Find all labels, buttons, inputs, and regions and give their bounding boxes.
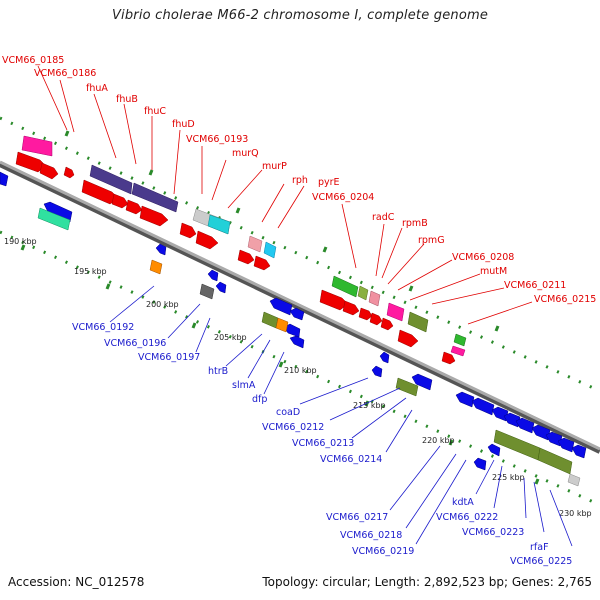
reverse-leaders — [109, 285, 573, 547]
forward-genes — [15, 135, 467, 365]
tick-label-200: 200 kbp — [146, 300, 179, 309]
label-pyrE[interactable]: pyrE — [318, 177, 340, 188]
major-ticks — [20, 130, 540, 485]
label-mutM[interactable]: mutM — [480, 266, 507, 277]
forward-arrows — [15, 151, 456, 365]
label-VCM66_0222[interactable]: VCM66_0222 — [436, 512, 498, 523]
label-fhuB[interactable]: fhuB — [116, 94, 138, 105]
outer-dotted-track — [0, 116, 600, 393]
label-fhuA[interactable]: fhuA — [86, 83, 108, 94]
label-VCM66_0211[interactable]: VCM66_0211 — [504, 280, 566, 291]
label-VCM66_0213[interactable]: VCM66_0213 — [292, 438, 354, 449]
label-rfaF[interactable]: rfaF — [530, 542, 549, 553]
label-radC[interactable]: radC — [372, 212, 395, 223]
label-slmA[interactable]: slmA — [232, 380, 256, 391]
label-rph[interactable]: rph — [292, 175, 308, 186]
tick-label-220: 220 kbp — [422, 436, 455, 445]
tick-label-215: 215 kbp — [353, 401, 386, 410]
label-coaD[interactable]: coaD — [276, 407, 300, 418]
reverse-arrows — [0, 171, 587, 471]
label-VCM66_0192[interactable]: VCM66_0192 — [72, 322, 134, 333]
backbone-shadow — [0, 161, 600, 454]
label-VCM66_0193[interactable]: VCM66_0193 — [186, 134, 248, 145]
backbone — [0, 160, 600, 451]
label-fhuD[interactable]: fhuD — [172, 119, 195, 130]
label-VCM66_0197[interactable]: VCM66_0197 — [138, 352, 200, 363]
label-VCM66_0217[interactable]: VCM66_0217 — [326, 512, 388, 523]
label-VCM66_0204[interactable]: VCM66_0204 — [312, 192, 374, 203]
label-rpmG[interactable]: rpmG — [418, 235, 445, 246]
label-murQ[interactable]: murQ — [232, 148, 259, 159]
forward-leaders — [37, 65, 533, 325]
label-VCM66_0214[interactable]: VCM66_0214 — [320, 454, 382, 465]
genome-summary-text: Topology: circular; Length: 2,892,523 bp… — [262, 575, 592, 589]
label-VCM66_0186[interactable]: VCM66_0186 — [34, 68, 96, 79]
cog-row-2 — [37, 207, 581, 487]
tick-label-190: 190 kbp — [4, 237, 37, 246]
label-rpmB[interactable]: rpmB — [402, 218, 428, 229]
label-dfp[interactable]: dfp — [252, 394, 267, 405]
reverse-genes — [0, 171, 587, 487]
tick-label-195: 195 kbp — [74, 267, 107, 276]
genome-track: 190 kbp 195 kbp 200 kbp 205 kbp 210 kbp … — [0, 55, 600, 567]
inner-dotted-track — [0, 230, 600, 507]
tick-label-205: 205 kbp — [214, 333, 247, 342]
label-htrB[interactable]: htrB — [208, 366, 228, 377]
tick-label-225: 225 kbp — [492, 473, 525, 482]
label-VCM66_0223[interactable]: VCM66_0223 — [462, 527, 524, 538]
label-murP[interactable]: murP — [262, 161, 287, 172]
label-VCM66_0208[interactable]: VCM66_0208 — [452, 252, 514, 263]
cog-row-1 — [21, 135, 467, 357]
accession-text: Accession: NC_012578 — [8, 575, 145, 589]
tick-label-210: 210 kbp — [284, 366, 317, 375]
label-VCM66_0185[interactable]: VCM66_0185 — [2, 55, 64, 66]
label-VCM66_0215[interactable]: VCM66_0215 — [534, 294, 596, 305]
label-VCM66_0219[interactable]: VCM66_0219 — [352, 546, 414, 557]
label-VCM66_0196[interactable]: VCM66_0196 — [104, 338, 166, 349]
label-kdtA[interactable]: kdtA — [452, 497, 474, 508]
tick-label-230: 230 kbp — [559, 509, 592, 518]
map-title: Vibrio cholerae M66-2 chromosome I, comp… — [111, 8, 489, 23]
label-VCM66_0212[interactable]: VCM66_0212 — [262, 422, 324, 433]
label-VCM66_0218[interactable]: VCM66_0218 — [340, 530, 402, 541]
label-fhuC[interactable]: fhuC — [144, 106, 166, 117]
label-VCM66_0225[interactable]: VCM66_0225 — [510, 556, 572, 567]
